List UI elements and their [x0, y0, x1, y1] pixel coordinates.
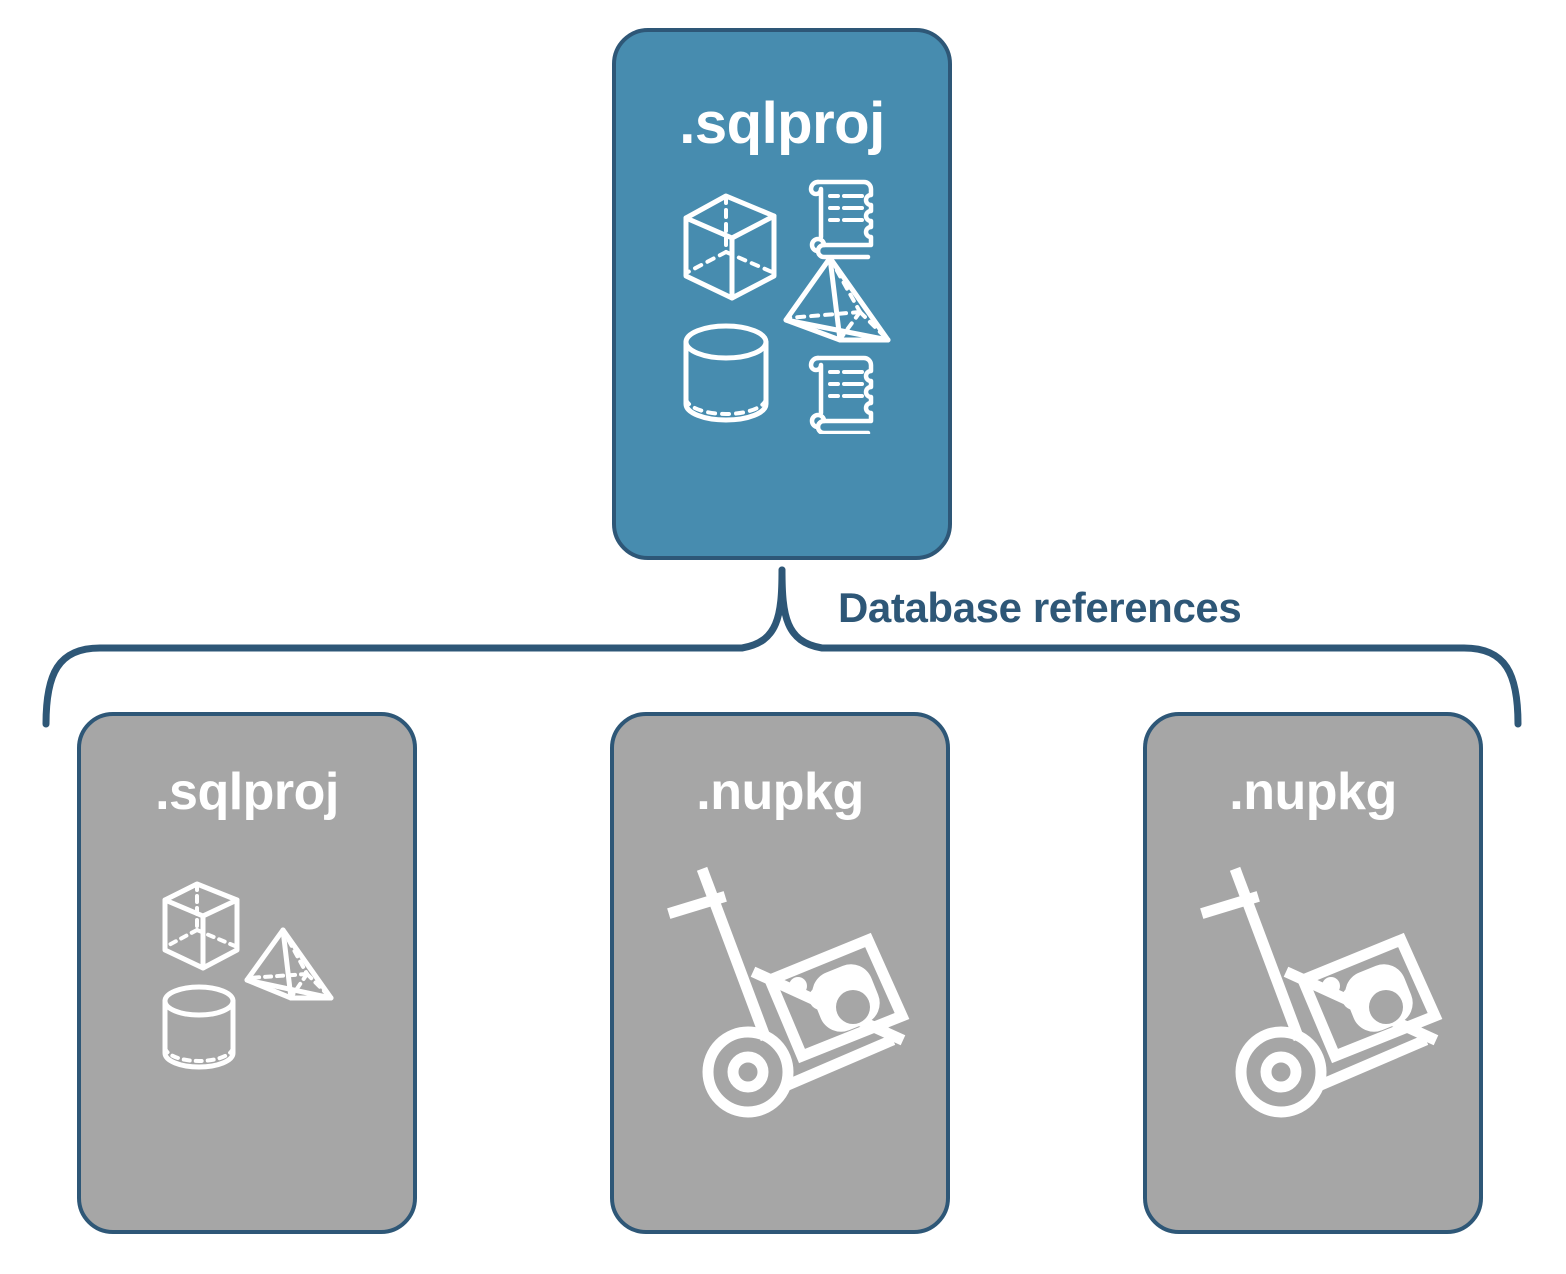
brace-label: Database references	[838, 584, 1242, 631]
hand-truck-package-icon	[1200, 866, 1443, 1118]
scroll-icon	[808, 355, 874, 436]
ref-nupkg-2-icon-cluster	[1185, 856, 1455, 1126]
node-top-sqlproj[interactable]: .sqlproj	[612, 28, 952, 560]
node-ref-nupkg-1[interactable]: .nupkg	[610, 712, 950, 1234]
hand-truck-package-icon	[667, 866, 910, 1118]
top-node-icon-cluster	[678, 172, 894, 436]
ref-nupkg-1-icon-cluster	[652, 856, 922, 1126]
scroll-icon	[808, 179, 874, 260]
brace-left-half	[42, 566, 786, 728]
cylinder-icon	[162, 984, 236, 1070]
cube-icon	[162, 881, 240, 971]
node-ref-sqlproj-label: .sqlproj	[155, 763, 339, 821]
pyramid-icon	[244, 927, 334, 1001]
ref-sqlproj-icon-cluster	[159, 866, 359, 1076]
pyramid-icon	[783, 255, 891, 343]
node-ref-nupkg-2[interactable]: .nupkg	[1143, 712, 1483, 1234]
cylinder-icon	[683, 323, 769, 423]
cube-icon	[683, 193, 777, 301]
node-ref-nupkg-2-label: .nupkg	[1229, 763, 1397, 821]
node-top-sqlproj-label: .sqlproj	[679, 91, 885, 156]
node-ref-sqlproj[interactable]: .sqlproj	[77, 712, 417, 1234]
node-ref-nupkg-1-label: .nupkg	[696, 763, 864, 821]
